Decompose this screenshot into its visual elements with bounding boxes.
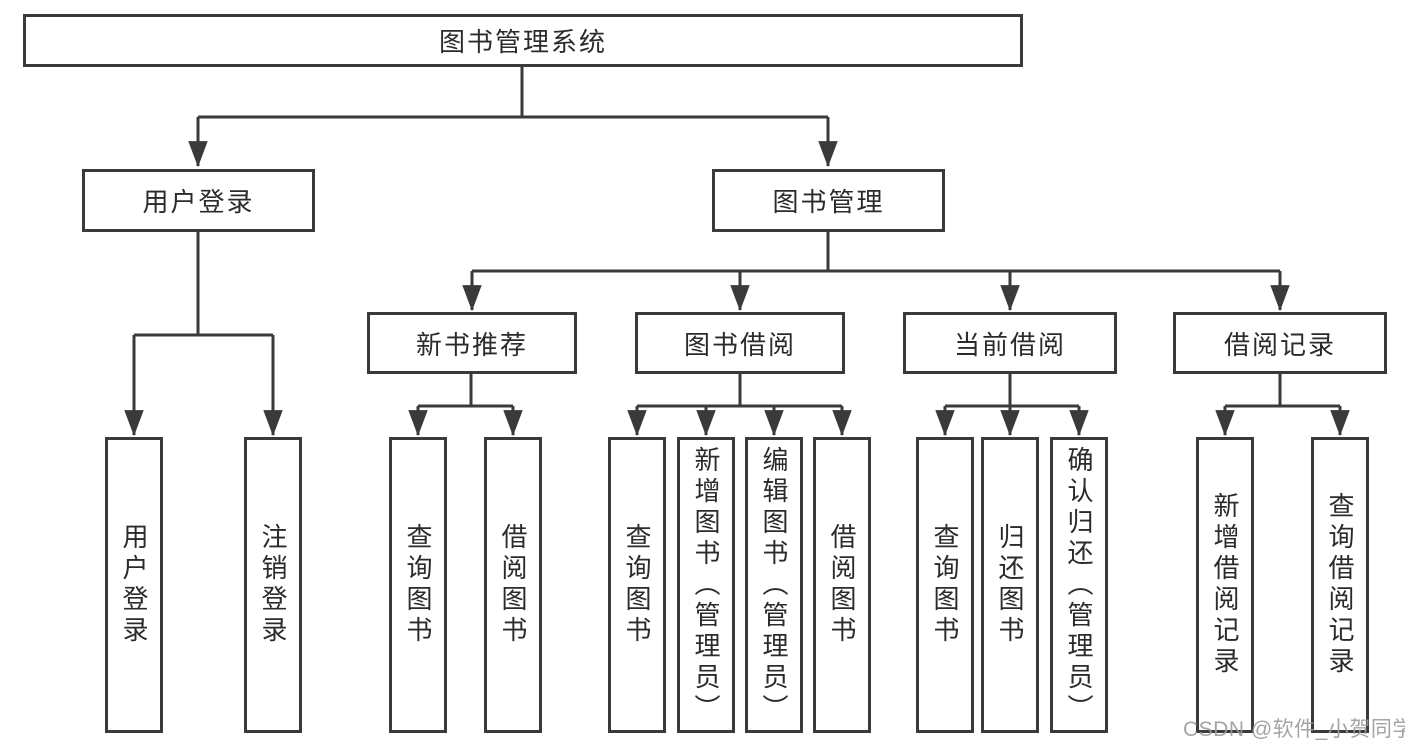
node-book-borrowing-label: 图书借阅 (683, 329, 796, 360)
leaf-borrow-books-recommend: 借阅图书 (484, 437, 542, 733)
leaf-add-books-admin: 新增图书（管理员） (677, 437, 735, 733)
node-current-borrowing-label: 当前借阅 (953, 329, 1066, 360)
node-new-book-recommend-label: 新书推荐 (415, 329, 528, 360)
node-book-management-label: 图书管理 (772, 187, 885, 217)
leaf-borrow-books-borrowing: 借阅图书 (813, 437, 871, 733)
leaf-confirm-return-admin: 确认归还（管理员） (1050, 437, 1108, 733)
leaf-edit-books-admin-label: 编辑图书（管理员） (759, 445, 789, 725)
node-book-borrowing: 图书借阅 (635, 312, 845, 374)
leaf-edit-books-admin: 编辑图书（管理员） (745, 437, 803, 733)
leaf-query-books-borrowing: 查询图书 (608, 437, 666, 733)
leaf-logout-label: 注销登录 (258, 523, 288, 647)
leaf-query-books-current-label: 查询图书 (930, 523, 960, 647)
node-borrowing-records-label: 借阅记录 (1223, 329, 1336, 360)
leaf-query-borrow-record-label: 查询借阅记录 (1325, 492, 1355, 678)
node-library-system-label: 图书管理系统 (438, 27, 607, 57)
leaf-user-login-label: 用户登录 (119, 523, 149, 647)
leaf-user-login: 用户登录 (105, 437, 163, 733)
leaf-query-books-recommend-label: 查询图书 (403, 523, 433, 647)
leaf-return-books-label: 归还图书 (995, 523, 1025, 647)
leaf-confirm-return-admin-label: 确认归还（管理员） (1064, 445, 1094, 725)
leaf-borrow-books-borrowing-label: 借阅图书 (827, 523, 857, 647)
node-new-book-recommend: 新书推荐 (367, 312, 577, 374)
leaf-add-books-admin-label: 新增图书（管理员） (691, 445, 721, 725)
leaf-query-books-recommend: 查询图书 (389, 437, 447, 733)
leaf-query-borrow-record: 查询借阅记录 (1311, 437, 1369, 733)
leaf-query-books-borrowing-label: 查询图书 (622, 523, 652, 647)
leaf-add-borrow-record-label: 新增借阅记录 (1210, 492, 1240, 678)
leaf-borrow-books-recommend-label: 借阅图书 (498, 523, 528, 647)
node-user-login: 用户登录 (82, 169, 315, 232)
node-current-borrowing: 当前借阅 (903, 312, 1117, 374)
node-library-system: 图书管理系统 (23, 14, 1023, 67)
leaf-query-books-current: 查询图书 (916, 437, 974, 733)
node-book-management: 图书管理 (712, 169, 945, 232)
csdn-watermark: CSDN @软件_小贺同学 (1183, 718, 1405, 741)
node-user-login-label: 用户登录 (142, 187, 255, 217)
leaf-logout: 注销登录 (244, 437, 302, 733)
leaf-add-borrow-record: 新增借阅记录 (1196, 437, 1254, 733)
node-borrowing-records: 借阅记录 (1173, 312, 1387, 374)
leaf-return-books: 归还图书 (981, 437, 1039, 733)
